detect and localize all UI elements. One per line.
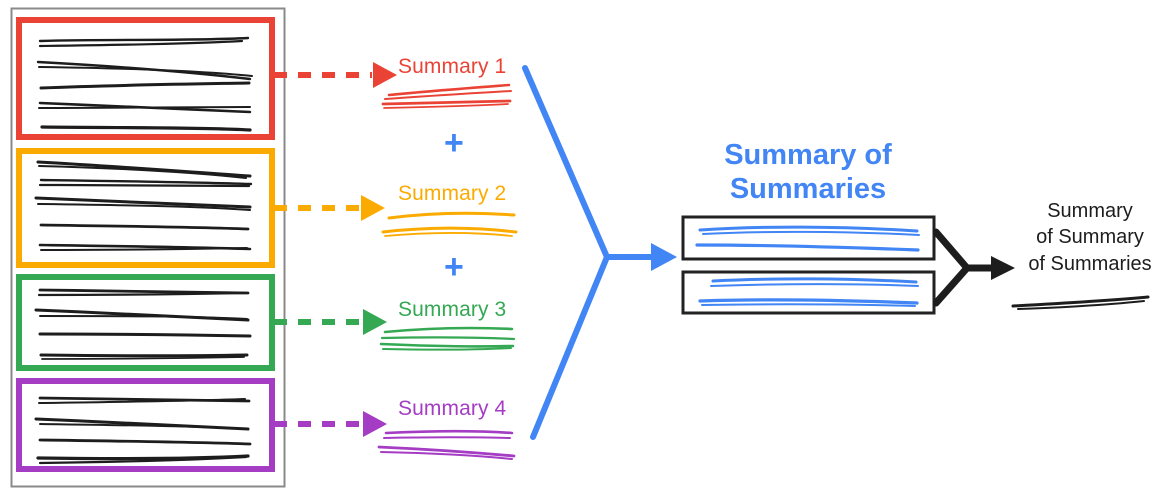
sos-box-1-content — [695, 225, 920, 252]
summary-content-red — [381, 83, 512, 109]
merge-black — [932, 228, 1015, 307]
summary-label-3: Summary 3 — [398, 298, 507, 321]
summary-label-4: Summary 4 — [398, 397, 507, 420]
source-group-box-green[interactable] — [16, 274, 275, 371]
final-output-line-2: of Summary — [1036, 226, 1144, 249]
final-output-content — [1011, 295, 1150, 310]
summary-of-summaries-title: Summary of Summaries — [724, 139, 892, 206]
summary-content-orange — [381, 211, 518, 237]
dashed-arrow-green — [274, 309, 387, 335]
source-lines-red — [36, 36, 253, 132]
dashed-arrow-orange — [274, 195, 385, 221]
final-output-title: Summary of Summary of Summaries — [1000, 198, 1170, 277]
source-lines-purple — [34, 396, 252, 465]
source-lines-green — [34, 288, 252, 360]
source-group-box-red[interactable] — [16, 17, 275, 140]
source-group-box-purple[interactable] — [16, 378, 275, 472]
dashed-arrow-purple — [274, 411, 387, 437]
source-group-box-orange[interactable] — [16, 148, 275, 268]
source-lines-orange — [34, 160, 253, 251]
sos-box-2-content — [698, 277, 919, 307]
dashed-arrow-red — [274, 62, 397, 88]
summary-label-1: Summary 1 — [398, 55, 507, 78]
sos-box-1[interactable] — [681, 215, 936, 261]
merge-blue — [522, 65, 677, 440]
plus-operator-1: + — [444, 124, 464, 162]
source-documents-frame — [10, 7, 286, 488]
sos-box-2[interactable] — [681, 270, 936, 315]
summary-content-green — [379, 326, 516, 351]
final-output-line-3: of Summaries — [1028, 252, 1152, 275]
summary-content-purple — [377, 429, 516, 460]
plus-operator-2: + — [444, 248, 464, 286]
final-output-line-1: Summary — [1047, 200, 1133, 222]
summary-label-2: Summary 2 — [398, 182, 507, 205]
